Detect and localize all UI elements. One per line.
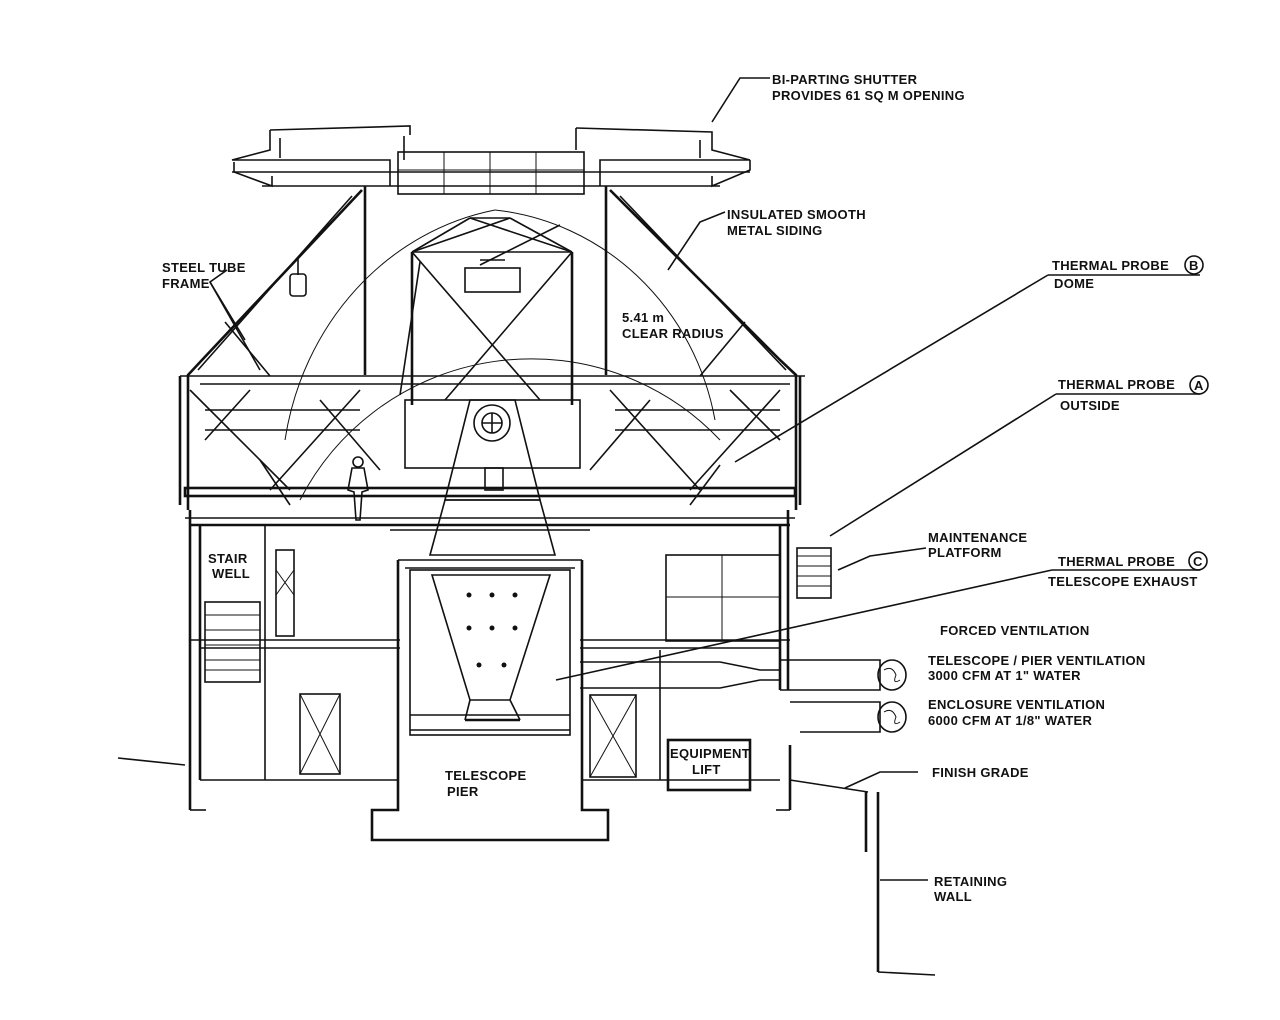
- probe-b-marker: [1184, 255, 1204, 275]
- siding-label-2: METAL SIDING: [727, 223, 823, 238]
- radius-label-1: 5.41 m: [622, 310, 664, 325]
- ground-retaining-wall: [117, 745, 936, 976]
- probe-a-title: THERMAL PROBE: [1058, 377, 1175, 392]
- pier-label-1: TELESCOPE: [445, 768, 526, 783]
- enc-vent-label-1: ENCLOSURE VENTILATION: [928, 697, 1105, 712]
- shutter-label-2: PROVIDES 61 SQ M OPENING: [772, 88, 965, 103]
- enc-vent-label-2: 6000 CFM AT 1/8" WATER: [928, 713, 1093, 728]
- stair-label-2: WELL: [212, 566, 250, 581]
- forced-vent-label: FORCED VENTILATION: [940, 623, 1090, 638]
- lift-label-2: LIFT: [692, 762, 721, 777]
- probe-b-sub: DOME: [1054, 276, 1094, 291]
- probe-a-marker: [1189, 375, 1209, 395]
- probe-c-title: THERMAL PROBE: [1058, 554, 1175, 569]
- shutter-label-1: BI-PARTING SHUTTER: [772, 72, 918, 87]
- probe-b-letter: B: [1189, 258, 1199, 273]
- person-figure: [347, 456, 369, 521]
- dome-frame: [178, 189, 805, 510]
- maint-label-1: MAINTENANCE: [928, 530, 1027, 545]
- frame-label-2: FRAME: [162, 276, 210, 291]
- maintenance-platform-stair: [796, 547, 832, 599]
- labels: BI-PARTING SHUTTER PROVIDES 61 SQ M OPEN…: [162, 72, 1209, 904]
- ventilation-ducts: [580, 659, 907, 733]
- probe-a-sub: OUTSIDE: [1060, 398, 1120, 413]
- tel-vent-label-2: 3000 CFM AT 1" WATER: [928, 668, 1081, 683]
- stair-well: [204, 525, 295, 780]
- probe-c-marker: [1188, 551, 1208, 571]
- pier-label-2: PIER: [447, 784, 479, 799]
- bi-parting-shutter: [231, 125, 751, 375]
- stair-label-1: STAIR: [208, 551, 248, 566]
- siding-label-1: INSULATED SMOOTH: [727, 207, 866, 222]
- probe-c-letter: C: [1193, 554, 1203, 569]
- retaining-label-1: RETAINING: [934, 874, 1007, 889]
- retaining-label-2: WALL: [934, 889, 972, 904]
- probe-a-letter: A: [1194, 378, 1204, 393]
- telescope: [399, 217, 581, 556]
- maint-label-2: PLATFORM: [928, 545, 1002, 560]
- leader-lines: [208, 77, 1200, 881]
- finish-grade-label: FINISH GRADE: [932, 765, 1029, 780]
- probe-c-sub: TELESCOPE EXHAUST: [1048, 574, 1198, 589]
- lower-door-left: [299, 693, 341, 775]
- lift-label-1: EQUIPMENT: [670, 746, 750, 761]
- radius-label-2: CLEAR RADIUS: [622, 326, 724, 341]
- hoist-icon: [289, 258, 307, 297]
- probe-b-title: THERMAL PROBE: [1052, 258, 1169, 273]
- tel-vent-label-1: TELESCOPE / PIER VENTILATION: [928, 653, 1146, 668]
- frame-label-1: STEEL TUBE: [162, 260, 246, 275]
- telescope-pier: [370, 559, 610, 842]
- right-rooms: [589, 554, 781, 792]
